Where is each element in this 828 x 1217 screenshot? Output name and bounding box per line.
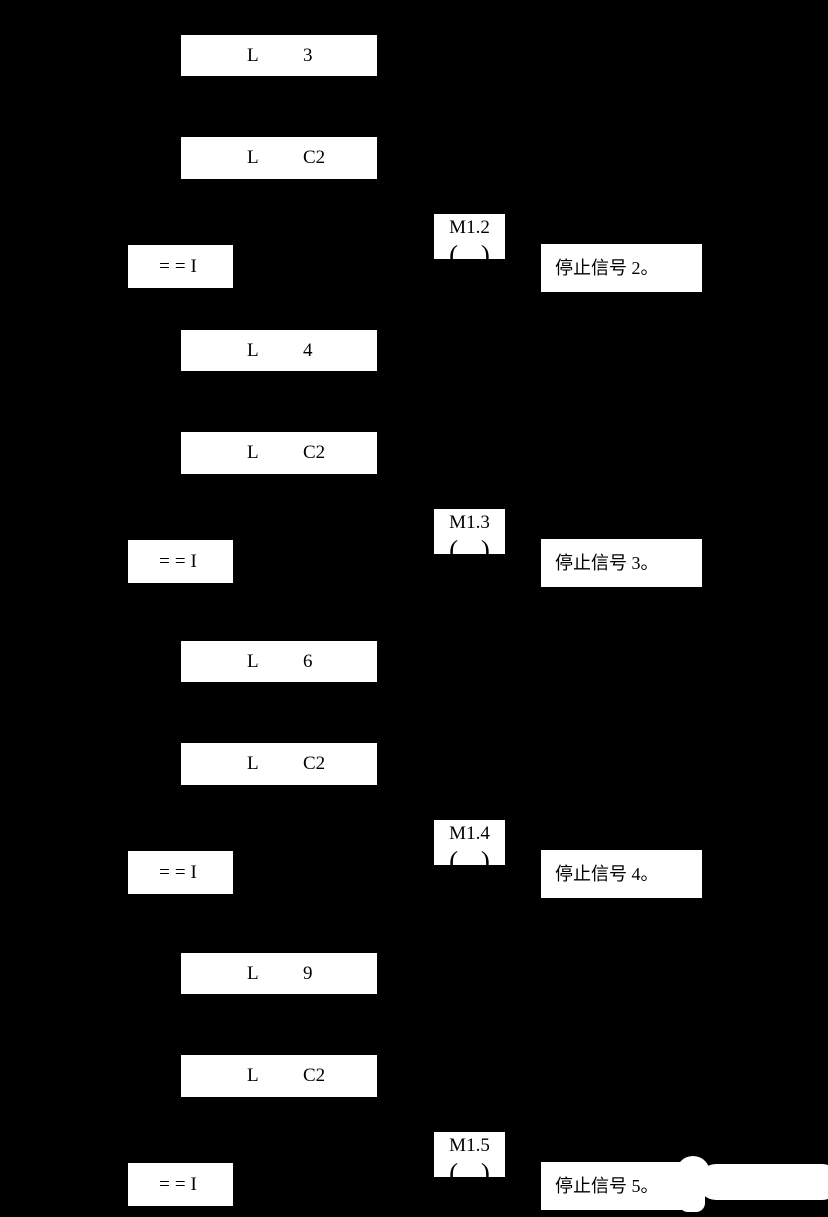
comment-box: 停止信号 2。 <box>541 244 702 292</box>
instruction-box-load-counter: L C2 <box>181 743 377 785</box>
comment-box: 停止信号 5。 <box>541 1162 702 1210</box>
opcode-label: L <box>247 147 259 168</box>
instruction-box-load-counter: L C2 <box>181 432 377 474</box>
opcode-label: L <box>247 753 259 774</box>
coil-address-label: M1.2 <box>449 217 490 238</box>
compare-box: ==I <box>128 245 233 288</box>
opcode-label: L <box>247 1065 259 1086</box>
operand-label: C2 <box>303 753 326 774</box>
operand-label: C2 <box>303 1065 326 1086</box>
compare-box: ==I <box>128 540 233 583</box>
ladder-network-2: L 4 L C2 ==I M1.3 ( ) 停止信号 3。 <box>0 330 828 630</box>
instruction-box-load-counter: L C2 <box>181 1055 377 1097</box>
opcode-label: L <box>247 442 259 463</box>
operand-label: C2 <box>303 147 326 168</box>
instruction-box-load-counter: L C2 <box>181 137 377 179</box>
coil-box: M1.2 ( ) <box>434 214 505 259</box>
opcode-label: L <box>247 963 259 984</box>
comment-box: 停止信号 3。 <box>541 539 702 587</box>
ladder-network-3: L 6 L C2 ==I M1.4 ( ) 停止信号 4。 <box>0 641 828 941</box>
coil-symbol: ( ) <box>449 1158 490 1178</box>
operand-label: 9 <box>303 963 313 984</box>
opcode-label: L <box>247 340 259 361</box>
instruction-box-load-value: L 3 <box>181 35 377 76</box>
ladder-network-4: L 9 L C2 ==I M1.5 ( ) 停止信号 5。 <box>0 953 828 1217</box>
watermark-logo-bar <box>698 1164 828 1200</box>
instruction-box-load-value: L 4 <box>181 330 377 371</box>
coil-address-label: M1.3 <box>449 512 490 533</box>
comment-box: 停止信号 4。 <box>541 850 702 898</box>
operand-label: C2 <box>303 442 326 463</box>
compare-box: ==I <box>128 1163 233 1206</box>
opcode-label: L <box>247 651 259 672</box>
operand-label: 6 <box>303 651 313 672</box>
coil-box: M1.5 ( ) <box>434 1132 505 1177</box>
coil-address-label: M1.5 <box>449 1135 490 1156</box>
coil-address-label: M1.4 <box>449 823 490 844</box>
operand-label: 3 <box>303 45 313 66</box>
operand-label: 4 <box>303 340 313 361</box>
compare-box: ==I <box>128 851 233 894</box>
opcode-label: L <box>247 45 259 66</box>
coil-symbol: ( ) <box>449 240 490 260</box>
coil-symbol: ( ) <box>449 535 490 555</box>
coil-box: M1.4 ( ) <box>434 820 505 865</box>
instruction-box-load-value: L 9 <box>181 953 377 994</box>
ladder-network-1: L 3 L C2 ==I M1.2 ( ) 停止信号 2。 <box>0 35 828 335</box>
coil-box: M1.3 ( ) <box>434 509 505 554</box>
coil-symbol: ( ) <box>449 846 490 866</box>
instruction-box-load-value: L 6 <box>181 641 377 682</box>
